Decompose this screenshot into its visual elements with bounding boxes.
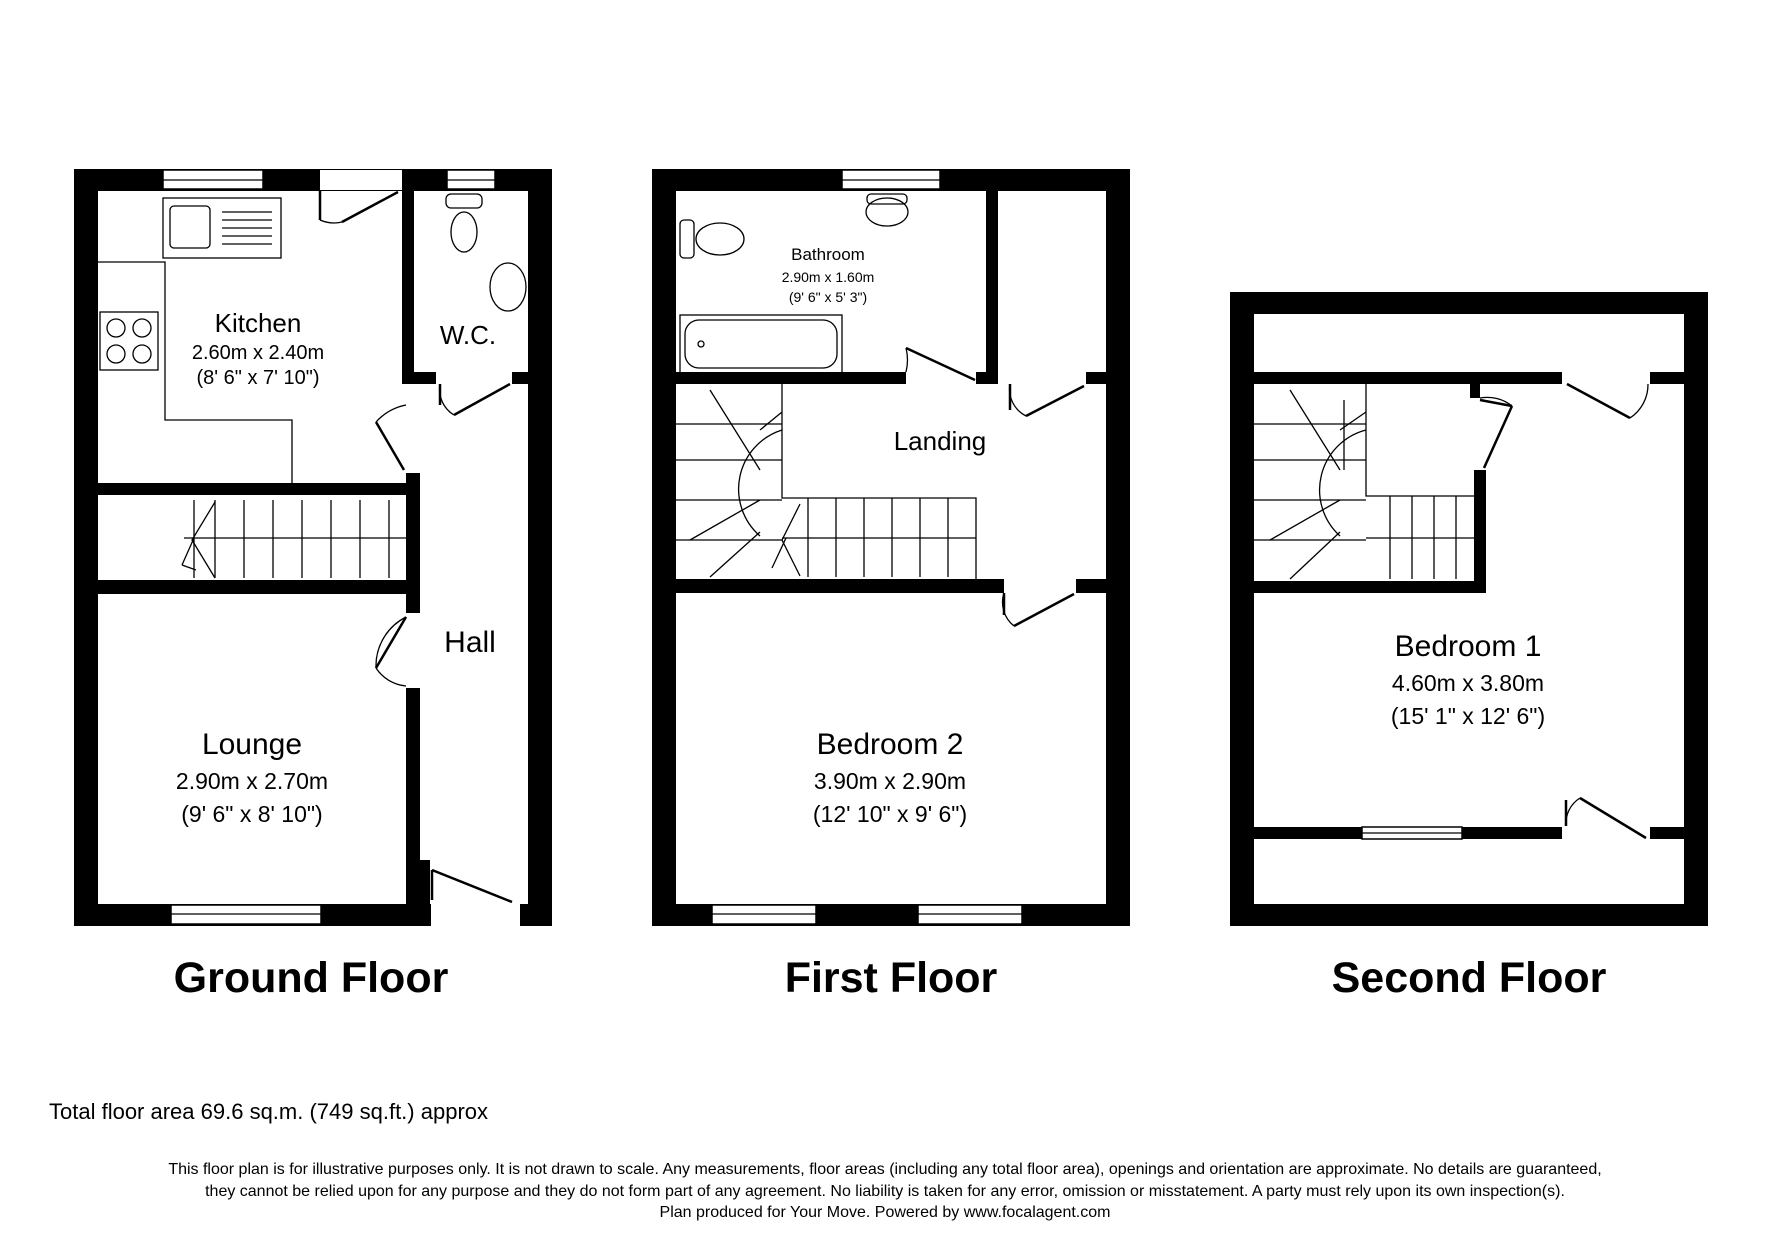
ground-floor-title: Ground Floor (174, 954, 449, 1002)
total-floor-area: Total floor area 69.6 sq.m. (749 sq.ft.)… (49, 1099, 488, 1124)
toilet-icon (445, 193, 483, 253)
staircase (1254, 384, 1474, 580)
first-floor-title: First Floor (785, 954, 998, 1002)
wc-name: W.C. (440, 320, 496, 350)
bedroom-1-dimensions-metric: 4.60m x 3.80m (1392, 670, 1544, 696)
bedroom-2-dimensions-imperial: (12' 10" x 9' 6") (813, 801, 967, 827)
first-floor-plan (652, 169, 1130, 926)
bedroom-2-dimensions-metric: 3.90m x 2.90m (814, 768, 966, 794)
disclaimer-line-1: This floor plan is for illustrative purp… (168, 1161, 1601, 1178)
disclaimer-line-3: Plan produced for Your Move. Powered by … (660, 1204, 1111, 1221)
bath-icon (679, 314, 843, 374)
bathroom-dimensions-metric: 2.90m x 1.60m (782, 269, 875, 285)
hall-name: Hall (444, 626, 496, 659)
bedroom-1-name: Bedroom 1 (1395, 630, 1542, 663)
bathroom-name: Bathroom (791, 245, 865, 264)
bathroom-dimensions-imperial: (9' 6" x 5' 3") (789, 289, 867, 305)
basin-icon (489, 262, 527, 312)
lounge-dimensions-metric: 2.90m x 2.70m (176, 768, 328, 794)
toilet-icon (865, 193, 909, 227)
kitchen-dimensions-metric: 2.60m x 2.40m (192, 342, 324, 364)
landing-name: Landing (894, 426, 987, 456)
lounge-name: Lounge (202, 728, 302, 761)
staircase (674, 384, 977, 579)
hob-icon (99, 311, 159, 371)
toilet-icon (679, 219, 745, 259)
disclaimer-line-2: they cannot be relied upon for any purpo… (205, 1183, 1565, 1200)
kitchen-dimensions-imperial: (8' 6" x 7' 10") (197, 367, 320, 389)
kitchen-name: Kitchen (215, 308, 302, 338)
second-floor-plan (1230, 292, 1708, 926)
lounge-dimensions-imperial: (9' 6" x 8' 10") (181, 801, 322, 827)
ground-floor-plan (74, 169, 552, 926)
second-floor-title: Second Floor (1332, 954, 1607, 1002)
bedroom-2-name: Bedroom 2 (817, 728, 964, 761)
staircase (181, 500, 412, 579)
bedroom-1-dimensions-imperial: (15' 1" x 12' 6") (1391, 703, 1545, 729)
sink-icon (162, 197, 282, 259)
